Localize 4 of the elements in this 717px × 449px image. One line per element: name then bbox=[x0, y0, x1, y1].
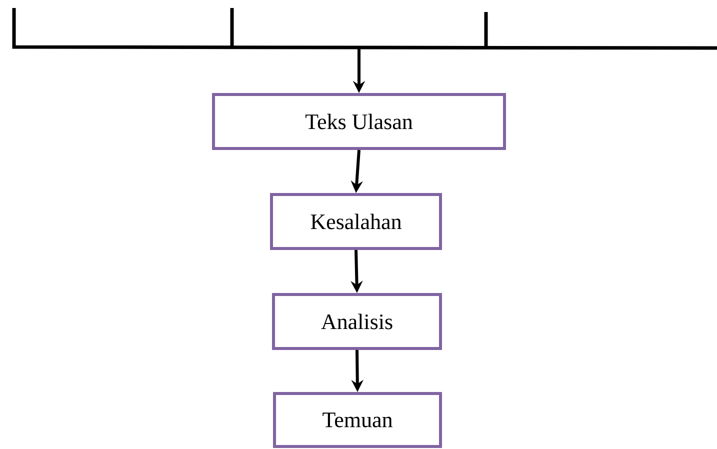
process-box: Teks Ulasan bbox=[212, 93, 506, 150]
process-box: Analisis bbox=[272, 292, 442, 350]
process-box: Kesalahan bbox=[270, 192, 442, 250]
process-box: Temuan bbox=[273, 392, 442, 448]
